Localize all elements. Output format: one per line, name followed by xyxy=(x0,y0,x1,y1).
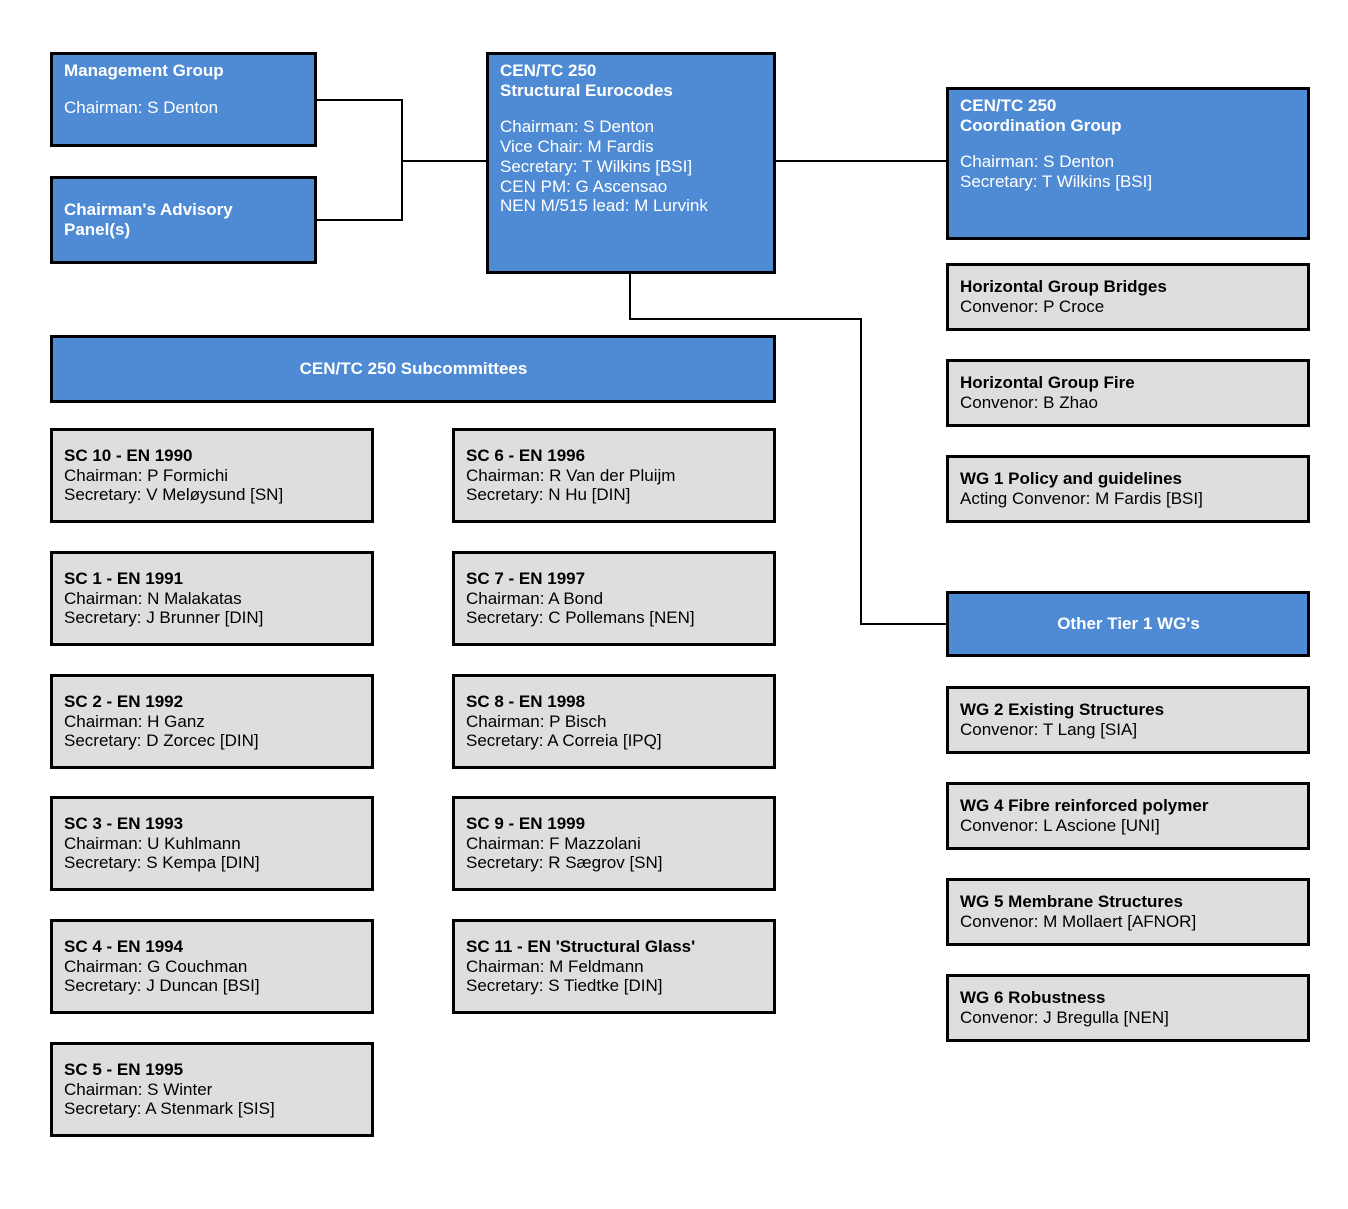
management-group-body: Chairman: S Denton xyxy=(64,97,219,117)
node-chairmans-advisory-panel[interactable]: Chairman's Advisory Panel(s) xyxy=(50,176,317,264)
connector-tier1-into-box xyxy=(860,623,948,625)
wg2-body: Convenor: T Lang [SIA] xyxy=(960,720,1138,739)
wg5-body: Convenor: M Mollaert [AFNOR] xyxy=(960,912,1197,931)
sc1-body: Chairman: N Malakatas Secretary: J Brunn… xyxy=(64,588,264,628)
node-other-tier1-wgs-header[interactable]: Other Tier 1 WG's xyxy=(946,591,1310,657)
wg2-title: WG 2 Existing Structures xyxy=(960,700,1165,720)
sc10-body: Chairman: P Formichi Secretary: V Meløys… xyxy=(64,465,284,505)
sc11-title: SC 11 - EN 'Structural Glass' xyxy=(466,936,696,956)
sc8-body: Chairman: P Bisch Secretary: A Correia [… xyxy=(466,711,662,751)
node-sc4-en1994[interactable]: SC 4 - EN 1994 Chairman: G Couchman Secr… xyxy=(50,919,374,1014)
wg4-body: Convenor: L Ascione [UNI] xyxy=(960,816,1160,835)
wg6-title: WG 6 Robustness xyxy=(960,988,1106,1008)
sc3-title: SC 3 - EN 1993 xyxy=(64,813,184,833)
node-wg1-policy-and-guidelines[interactable]: WG 1 Policy and guidelines Acting Conven… xyxy=(946,455,1310,523)
wg6-body: Convenor: J Bregulla [NEN] xyxy=(960,1008,1169,1027)
node-sc6-en1996[interactable]: SC 6 - EN 1996 Chairman: R Van der Pluij… xyxy=(452,428,776,523)
sc5-title: SC 5 - EN 1995 xyxy=(64,1059,184,1079)
node-wg4-fibre-reinforced-polymer[interactable]: WG 4 Fibre reinforced polymer Convenor: … xyxy=(946,782,1310,850)
sc6-title: SC 6 - EN 1996 xyxy=(466,445,586,465)
node-wg2-existing-structures[interactable]: WG 2 Existing Structures Convenor: T Lan… xyxy=(946,686,1310,754)
node-sc8-en1998[interactable]: SC 8 - EN 1998 Chairman: P Bisch Secreta… xyxy=(452,674,776,769)
node-sc11-structural-glass[interactable]: SC 11 - EN 'Structural Glass' Chairman: … xyxy=(452,919,776,1014)
sc9-body: Chairman: F Mazzolani Secretary: R Sægro… xyxy=(466,833,663,873)
spacer xyxy=(960,135,1297,152)
node-sc9-en1999[interactable]: SC 9 - EN 1999 Chairman: F Mazzolani Sec… xyxy=(452,796,776,891)
subcommittees-header-title: CEN/TC 250 Subcommittees xyxy=(299,359,528,379)
connector-tc250-bottom-vertical xyxy=(629,274,631,320)
node-management-group[interactable]: Management Group Chairman: S Denton xyxy=(50,52,317,147)
wg4-title: WG 4 Fibre reinforced polymer xyxy=(960,796,1209,816)
node-sc7-en1997[interactable]: SC 7 - EN 1997 Chairman: A Bond Secretar… xyxy=(452,551,776,646)
connector-cap-horizontal xyxy=(317,219,403,221)
node-wg5-membrane-structures[interactable]: WG 5 Membrane Structures Convenor: M Mol… xyxy=(946,878,1310,946)
other-tier1-title: Other Tier 1 WG's xyxy=(1057,614,1200,634)
connector-mg-horizontal xyxy=(317,99,403,101)
node-sc1-en1991[interactable]: SC 1 - EN 1991 Chairman: N Malakatas Sec… xyxy=(50,551,374,646)
node-coordination-group[interactable]: CEN/TC 250 Coordination Group Chairman: … xyxy=(946,87,1310,240)
sc7-title: SC 7 - EN 1997 xyxy=(466,568,586,588)
spacer xyxy=(64,81,304,98)
node-sc2-en1992[interactable]: SC 2 - EN 1992 Chairman: H Ganz Secretar… xyxy=(50,674,374,769)
sc4-body: Chairman: G Couchman Secretary: J Duncan… xyxy=(64,956,260,996)
node-sc10-en1990[interactable]: SC 10 - EN 1990 Chairman: P Formichi Sec… xyxy=(50,428,374,523)
sc2-title: SC 2 - EN 1992 xyxy=(64,691,184,711)
wg5-title: WG 5 Membrane Structures xyxy=(960,892,1183,912)
advisory-panel-title: Chairman's Advisory Panel(s) xyxy=(64,200,233,239)
hg-bridges-body: Convenor: P Croce xyxy=(960,297,1105,316)
connector-tc250-to-coordination xyxy=(774,160,948,162)
sc11-body: Chairman: M Feldmann Secretary: S Tiedtk… xyxy=(466,956,663,996)
wg1-title: WG 1 Policy and guidelines xyxy=(960,469,1182,489)
sc2-body: Chairman: H Ganz Secretary: D Zorcec [DI… xyxy=(64,711,259,751)
connector-tier1-vertical xyxy=(860,318,862,625)
wg1-body: Acting Convenor: M Fardis [BSI] xyxy=(960,489,1203,508)
sc8-title: SC 8 - EN 1998 xyxy=(466,691,586,711)
sc10-title: SC 10 - EN 1990 xyxy=(64,445,193,465)
sc3-body: Chairman: U Kuhlmann Secretary: S Kempa … xyxy=(64,833,260,873)
coordination-group-body: Chairman: S Denton Secretary: T Wilkins … xyxy=(960,152,1153,192)
node-sc5-en1995[interactable]: SC 5 - EN 1995 Chairman: S Winter Secret… xyxy=(50,1042,374,1137)
sc9-title: SC 9 - EN 1999 xyxy=(466,813,586,833)
hg-fire-body: Convenor: B Zhao xyxy=(960,393,1098,412)
coordination-group-title: CEN/TC 250 Coordination Group xyxy=(960,96,1122,135)
node-horizontal-group-bridges[interactable]: Horizontal Group Bridges Convenor: P Cro… xyxy=(946,263,1310,331)
connector-left-to-tc250 xyxy=(401,160,486,162)
connector-tc250-to-tier1-horizontal xyxy=(629,318,862,320)
sc4-title: SC 4 - EN 1994 xyxy=(64,936,184,956)
hg-bridges-title: Horizontal Group Bridges xyxy=(960,277,1167,297)
tc250-title: CEN/TC 250 Structural Eurocodes xyxy=(500,61,673,100)
sc6-body: Chairman: R Van der Pluijm Secretary: N … xyxy=(466,465,676,505)
node-wg6-robustness[interactable]: WG 6 Robustness Convenor: J Bregulla [NE… xyxy=(946,974,1310,1042)
sc1-title: SC 1 - EN 1991 xyxy=(64,568,184,588)
sc5-body: Chairman: S Winter Secretary: A Stenmark… xyxy=(64,1079,275,1119)
spacer xyxy=(500,100,763,117)
sc7-body: Chairman: A Bond Secretary: C Pollemans … xyxy=(466,588,695,628)
node-sc3-en1993[interactable]: SC 3 - EN 1993 Chairman: U Kuhlmann Secr… xyxy=(50,796,374,891)
node-horizontal-group-fire[interactable]: Horizontal Group Fire Convenor: B Zhao xyxy=(946,359,1310,427)
hg-fire-title: Horizontal Group Fire xyxy=(960,373,1135,393)
management-group-title: Management Group xyxy=(64,61,224,80)
node-cen-tc250[interactable]: CEN/TC 250 Structural Eurocodes Chairman… xyxy=(486,52,776,274)
tc250-body: Chairman: S Denton Vice Chair: M Fardis … xyxy=(500,117,708,216)
node-subcommittees-header[interactable]: CEN/TC 250 Subcommittees xyxy=(50,335,776,403)
